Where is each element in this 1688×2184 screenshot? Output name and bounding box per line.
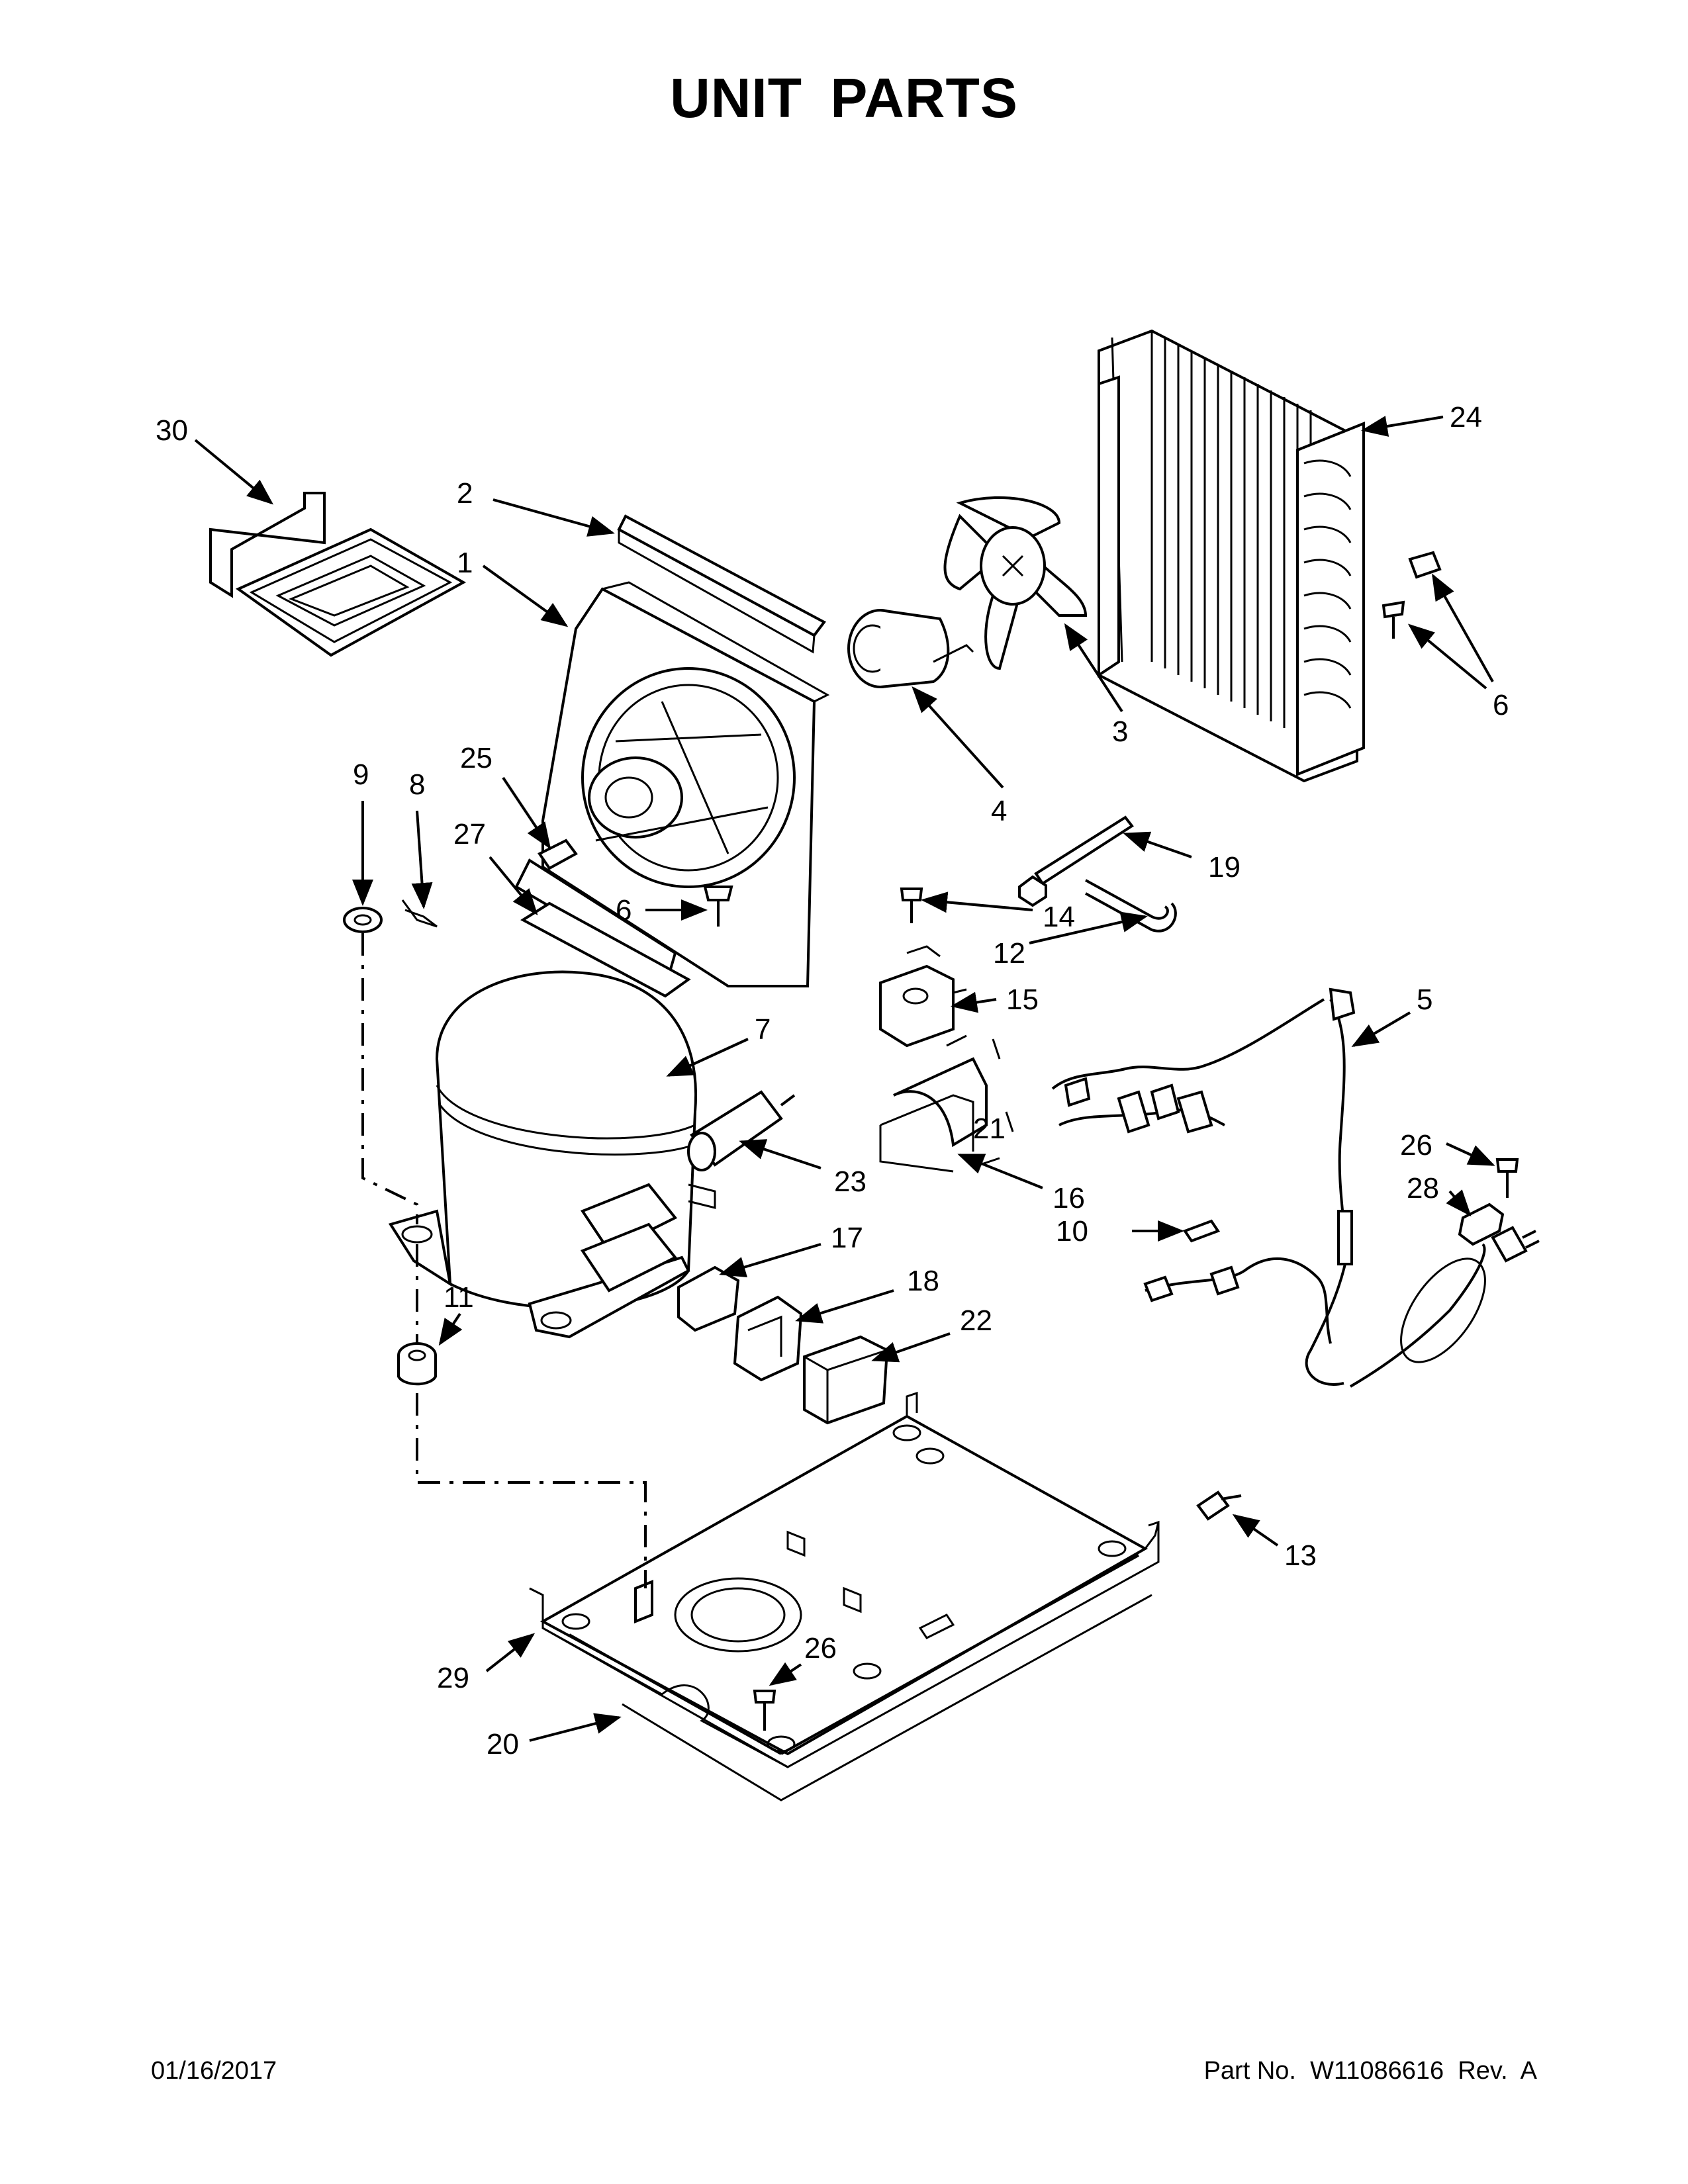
base-pan-part [529, 1391, 1160, 1801]
fan-motor-part [847, 609, 974, 688]
overload-part [677, 1265, 740, 1332]
clip-part [401, 899, 438, 928]
callout-10: 10 [1056, 1215, 1088, 1248]
gasket-strip-part [617, 514, 826, 654]
screw-14-part [900, 887, 923, 923]
drip-tray-part [209, 492, 467, 657]
callout-3: 3 [1112, 715, 1128, 748]
callout-labels: 30 2 1 25 9 8 27 6 7 23 11 17 18 22 29 2… [156, 401, 1509, 1760]
callout-24: 24 [1450, 401, 1482, 433]
base-tab-part [634, 1580, 653, 1623]
screw-26-part [753, 1690, 776, 1731]
callout-5: 5 [1417, 983, 1432, 1016]
screw-6-part [1382, 551, 1442, 639]
callout-16: 16 [1053, 1182, 1085, 1214]
alignment-line [361, 933, 418, 1224]
wire-harness-part [1051, 987, 1540, 1388]
callout-9: 9 [353, 758, 369, 791]
tube-part [1085, 892, 1177, 933]
callout-15: 15 [1006, 983, 1039, 1016]
callout-11: 11 [444, 1281, 474, 1314]
page-title: UNIT PARTS [670, 67, 1018, 129]
grommet-part [397, 1342, 437, 1386]
callout-7: 7 [755, 1013, 771, 1046]
leader-lines [194, 416, 1495, 1742]
callout-6b: 6 [1493, 689, 1509, 721]
callout-19: 19 [1208, 851, 1241, 884]
callout-23: 23 [834, 1165, 867, 1198]
callout-26b: 26 [1400, 1129, 1432, 1161]
callout-4: 4 [991, 795, 1007, 827]
callout-27: 27 [453, 818, 486, 850]
callout-22: 22 [960, 1304, 992, 1337]
compressor-part [388, 970, 716, 1339]
callout-21: 21 [973, 1113, 1006, 1145]
cable-tie-part [1018, 815, 1134, 907]
callout-20: 20 [487, 1728, 519, 1760]
screw-26-right-part [1495, 1158, 1519, 1198]
foam-strip-part [520, 901, 691, 998]
fan-blade-part [943, 496, 1088, 670]
solenoid-valve-part [879, 945, 967, 1048]
relay-part [733, 1295, 803, 1382]
callout-2: 2 [457, 477, 473, 510]
callout-29: 29 [437, 1662, 469, 1694]
callout-12: 12 [993, 937, 1025, 970]
fan-shroud-part [514, 581, 830, 987]
callout-25: 25 [460, 742, 492, 774]
callout-18: 18 [907, 1265, 939, 1297]
valve-bracket-part [879, 1034, 1014, 1173]
callout-14: 14 [1043, 901, 1075, 933]
footer-part-number: Part No. W11086616 Rev. A [1203, 2057, 1537, 2085]
relay-cover-part [803, 1335, 889, 1425]
footer-date: 01/16/2017 [151, 2057, 277, 2085]
clip-10-part [1182, 1219, 1221, 1243]
washer-part [343, 907, 383, 933]
filter-drier-part [687, 1090, 796, 1171]
callout-26: 26 [804, 1632, 837, 1664]
condenser-part [1098, 329, 1365, 783]
alignment-line [416, 1393, 647, 1588]
callout-17: 17 [831, 1222, 863, 1254]
callout-13: 13 [1284, 1539, 1317, 1572]
callout-28: 28 [1407, 1172, 1439, 1205]
callout-6: 6 [616, 894, 632, 927]
screw-13-part [1196, 1490, 1242, 1521]
screw-part [538, 839, 733, 927]
callout-1: 1 [457, 547, 473, 579]
tube-part [1085, 879, 1169, 920]
callout-8: 8 [409, 768, 425, 801]
callout-30: 30 [156, 414, 188, 447]
